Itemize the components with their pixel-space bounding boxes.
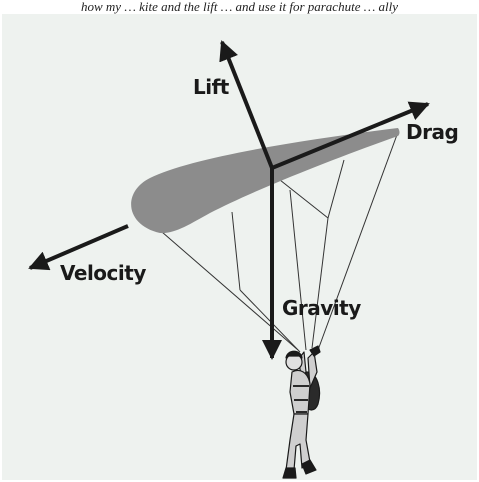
gravity-label: Gravity [282,296,361,320]
lift-arrow [219,40,274,169]
hands [309,345,321,357]
canopy-airfoil [131,128,400,234]
harness [293,385,309,413]
suspension-line [311,217,329,349]
drag-label: Drag [406,120,458,144]
velocity-label: Velocity [60,261,146,285]
suspension-line [327,159,345,219]
suspension-lines [161,131,399,353]
legs [285,413,311,471]
drag-arrow [271,101,430,170]
suspension-line [231,211,241,291]
suspension-line [161,231,299,351]
force-arrows [28,40,430,360]
helmet [285,350,303,359]
velocity-arrow [28,224,129,271]
parachutist-figure [282,345,321,479]
caption-text: how my … kite and the lift … and use it … [80,0,399,14]
lift-label: Lift [193,75,230,99]
suspension-line [317,131,399,351]
boot-right [301,459,317,475]
boot-left [282,467,297,479]
torso [289,369,311,415]
suspension-line [289,189,307,351]
suspension-line [279,179,329,219]
